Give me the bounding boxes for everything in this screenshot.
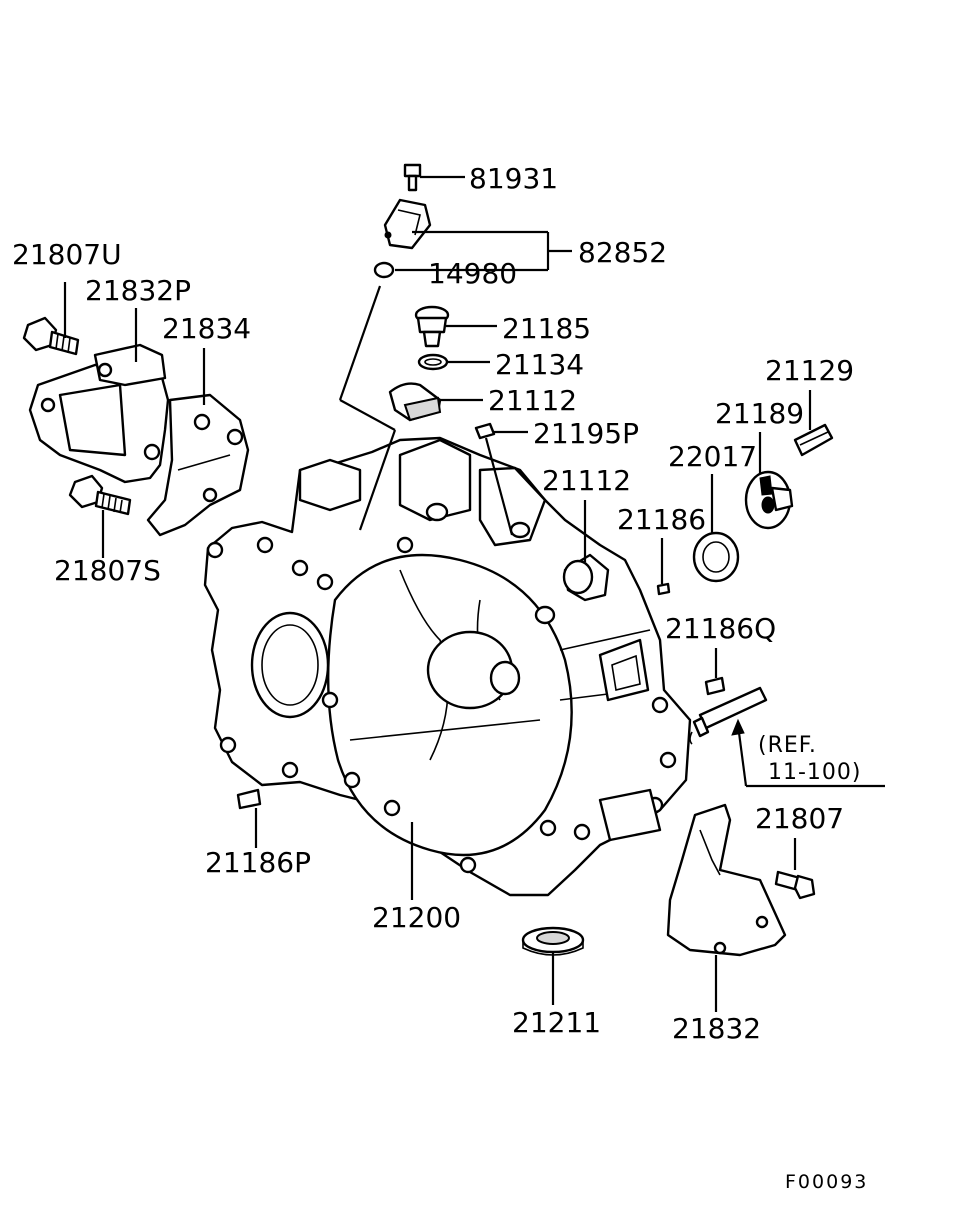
label-21185: 21185 xyxy=(502,312,591,345)
bolt-21807u[interactable] xyxy=(22,316,80,356)
dowel-21186p[interactable] xyxy=(236,788,262,810)
bolt-21807[interactable] xyxy=(774,870,816,900)
breather-21112-top[interactable] xyxy=(388,382,442,422)
label-21807: 21807 xyxy=(755,802,844,835)
label-21186p: 21186P xyxy=(205,846,311,879)
label-21134: 21134 xyxy=(495,348,584,381)
pin-21195p[interactable] xyxy=(474,422,496,440)
ref-part-11-100[interactable] xyxy=(689,686,768,745)
bracket-21832p[interactable] xyxy=(28,343,170,484)
sleeve-21129[interactable] xyxy=(793,423,834,457)
label-21832: 21832 xyxy=(672,1012,761,1045)
label-21211: 21211 xyxy=(512,1006,601,1039)
label-21807s: 21807S xyxy=(54,554,161,587)
gasket-21134[interactable] xyxy=(417,353,449,371)
label-21189: 21189 xyxy=(715,397,804,430)
plug-21185[interactable] xyxy=(414,305,450,348)
oring-14980[interactable] xyxy=(373,261,395,279)
label-82852: 82852 xyxy=(578,236,667,269)
label-21129: 21129 xyxy=(765,354,854,387)
label-ref-line2: 11-100) xyxy=(768,760,862,785)
label-22017: 22017 xyxy=(668,440,757,473)
leader-lines xyxy=(63,175,885,1012)
bracket-21832[interactable] xyxy=(666,803,787,957)
bolt-21807s[interactable] xyxy=(68,474,132,516)
label-ref-line1: (REF. xyxy=(758,733,817,758)
pin-21186[interactable] xyxy=(656,582,671,596)
seal-22017[interactable] xyxy=(692,531,740,583)
part-labels: 81931 82852 14980 21807U 21832P 21834 21… xyxy=(12,162,868,1193)
seal-21211[interactable] xyxy=(521,926,585,956)
label-21834: 21834 xyxy=(162,312,251,345)
transmission-case-21200[interactable] xyxy=(203,436,692,897)
label-21112-top: 21112 xyxy=(488,384,577,417)
label-21195p: 21195P xyxy=(533,417,639,450)
sensor-82852[interactable] xyxy=(383,198,432,250)
pin-21186q[interactable] xyxy=(704,676,726,696)
gear-21189[interactable] xyxy=(744,470,794,530)
breather-21112-side[interactable] xyxy=(562,553,610,602)
label-21186: 21186 xyxy=(617,503,706,536)
label-21832p: 21832P xyxy=(85,274,191,307)
label-21186q: 21186Q xyxy=(665,612,776,645)
label-21807u: 21807U xyxy=(12,238,122,271)
label-14980: 14980 xyxy=(428,257,517,290)
label-21200: 21200 xyxy=(372,901,461,934)
label-21112-side: 21112 xyxy=(542,464,631,497)
label-81931: 81931 xyxy=(469,162,558,195)
screw-81931[interactable] xyxy=(403,163,422,192)
figure-code: F00093 xyxy=(785,1171,868,1193)
bracket-21834[interactable] xyxy=(146,393,250,537)
